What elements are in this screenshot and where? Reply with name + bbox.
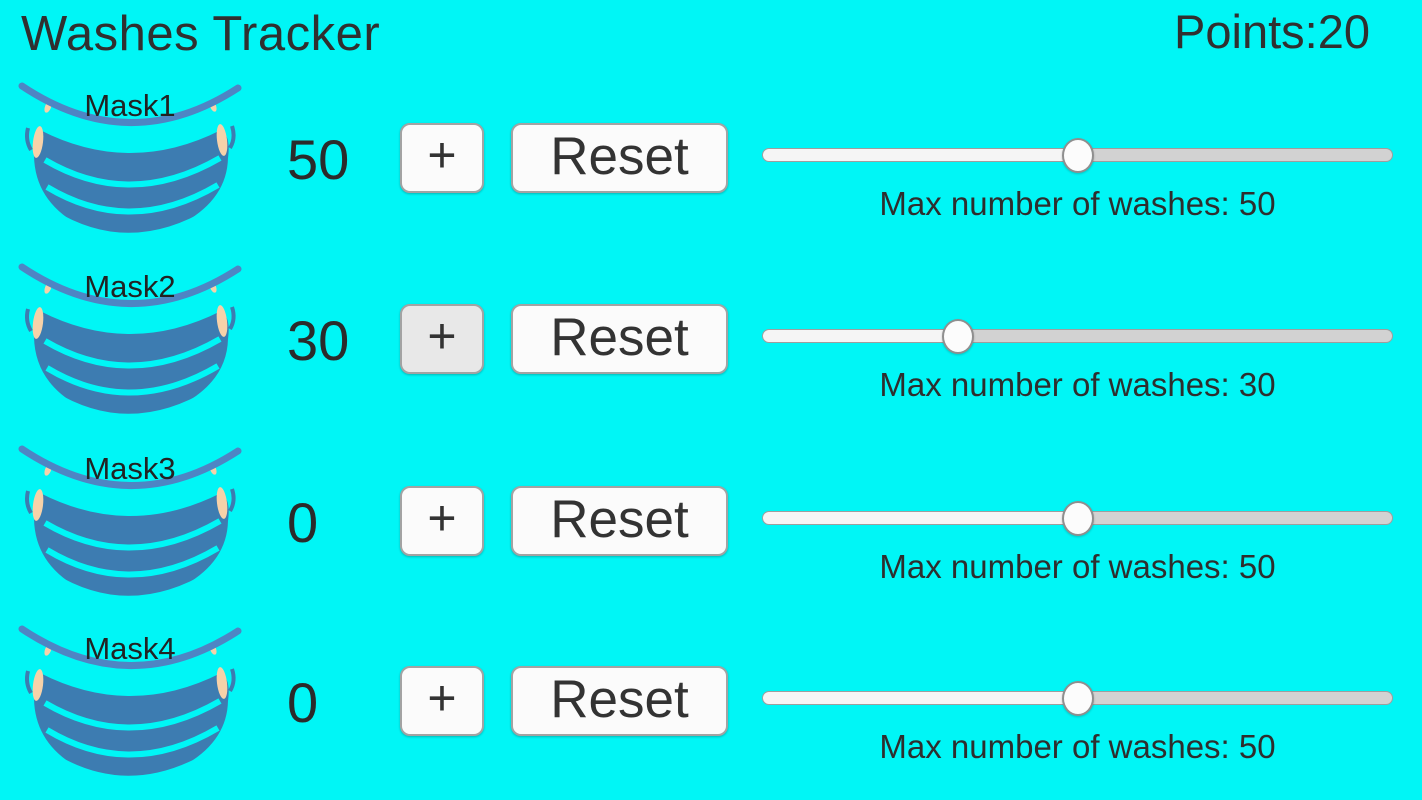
points-label: Points: (1174, 5, 1318, 58)
face-mask-icon (18, 82, 242, 239)
slider-thumb[interactable] (1061, 138, 1094, 173)
max-washes-control: Max number of washes: 50 (762, 136, 1393, 223)
max-washes-control: Max number of washes: 30 (762, 317, 1393, 404)
slider-thumb[interactable] (941, 319, 974, 354)
max-washes-slider[interactable] (762, 679, 1393, 717)
increment-button[interactable]: + (400, 304, 484, 374)
page-title: Washes Tracker (21, 7, 381, 61)
max-washes-control: Max number of washes: 50 (762, 499, 1393, 586)
mask-icon: Mask2 (15, 261, 245, 423)
mask-row: Mask3 0 + Reset Max number of washes: 50 (0, 441, 1422, 623)
mask-row: Mask1 50 + Reset Max number of washes: 5… (0, 78, 1422, 260)
mask-icon: Mask1 (15, 80, 245, 242)
face-mask-icon (18, 625, 242, 782)
slider-thumb[interactable] (1061, 681, 1094, 716)
wash-count: 30 (287, 308, 350, 372)
reset-button[interactable]: Reset (511, 123, 728, 193)
slider-track[interactable] (762, 329, 1393, 343)
wash-count: 0 (287, 490, 319, 554)
slider-track-fill (763, 149, 1078, 161)
max-washes-slider[interactable] (762, 499, 1393, 537)
increment-button[interactable]: + (400, 666, 484, 736)
max-washes-label: Max number of washes: 50 (879, 185, 1276, 222)
mask-row: Mask2 30 + Reset Max number of washes: 3… (0, 259, 1422, 441)
face-mask-icon (18, 263, 242, 420)
max-washes-slider[interactable] (762, 317, 1393, 355)
max-washes-label: Max number of washes: 30 (879, 366, 1276, 403)
wash-count: 50 (287, 127, 350, 191)
reset-button[interactable]: Reset (511, 304, 728, 374)
wash-count: 0 (287, 670, 319, 734)
max-washes-label: Max number of washes: 50 (879, 728, 1276, 765)
increment-button[interactable]: + (400, 123, 484, 193)
slider-thumb[interactable] (1061, 501, 1094, 536)
points-display: Points:20 (1174, 4, 1370, 59)
mask-icon: Mask4 (15, 623, 245, 785)
max-washes-control: Max number of washes: 50 (762, 679, 1393, 766)
points-value: 20 (1317, 5, 1370, 58)
max-washes-slider[interactable] (762, 136, 1393, 174)
slider-track-fill (763, 692, 1078, 704)
reset-button[interactable]: Reset (511, 486, 728, 556)
max-washes-label: Max number of washes: 50 (879, 548, 1276, 585)
slider-track-fill (763, 330, 959, 342)
increment-button[interactable]: + (400, 486, 484, 556)
mask-icon: Mask3 (15, 443, 245, 605)
slider-track-fill (763, 512, 1078, 524)
face-mask-icon (18, 445, 242, 602)
mask-row: Mask4 0 + Reset Max number of washes: 50 (0, 621, 1422, 800)
reset-button[interactable]: Reset (511, 666, 728, 736)
